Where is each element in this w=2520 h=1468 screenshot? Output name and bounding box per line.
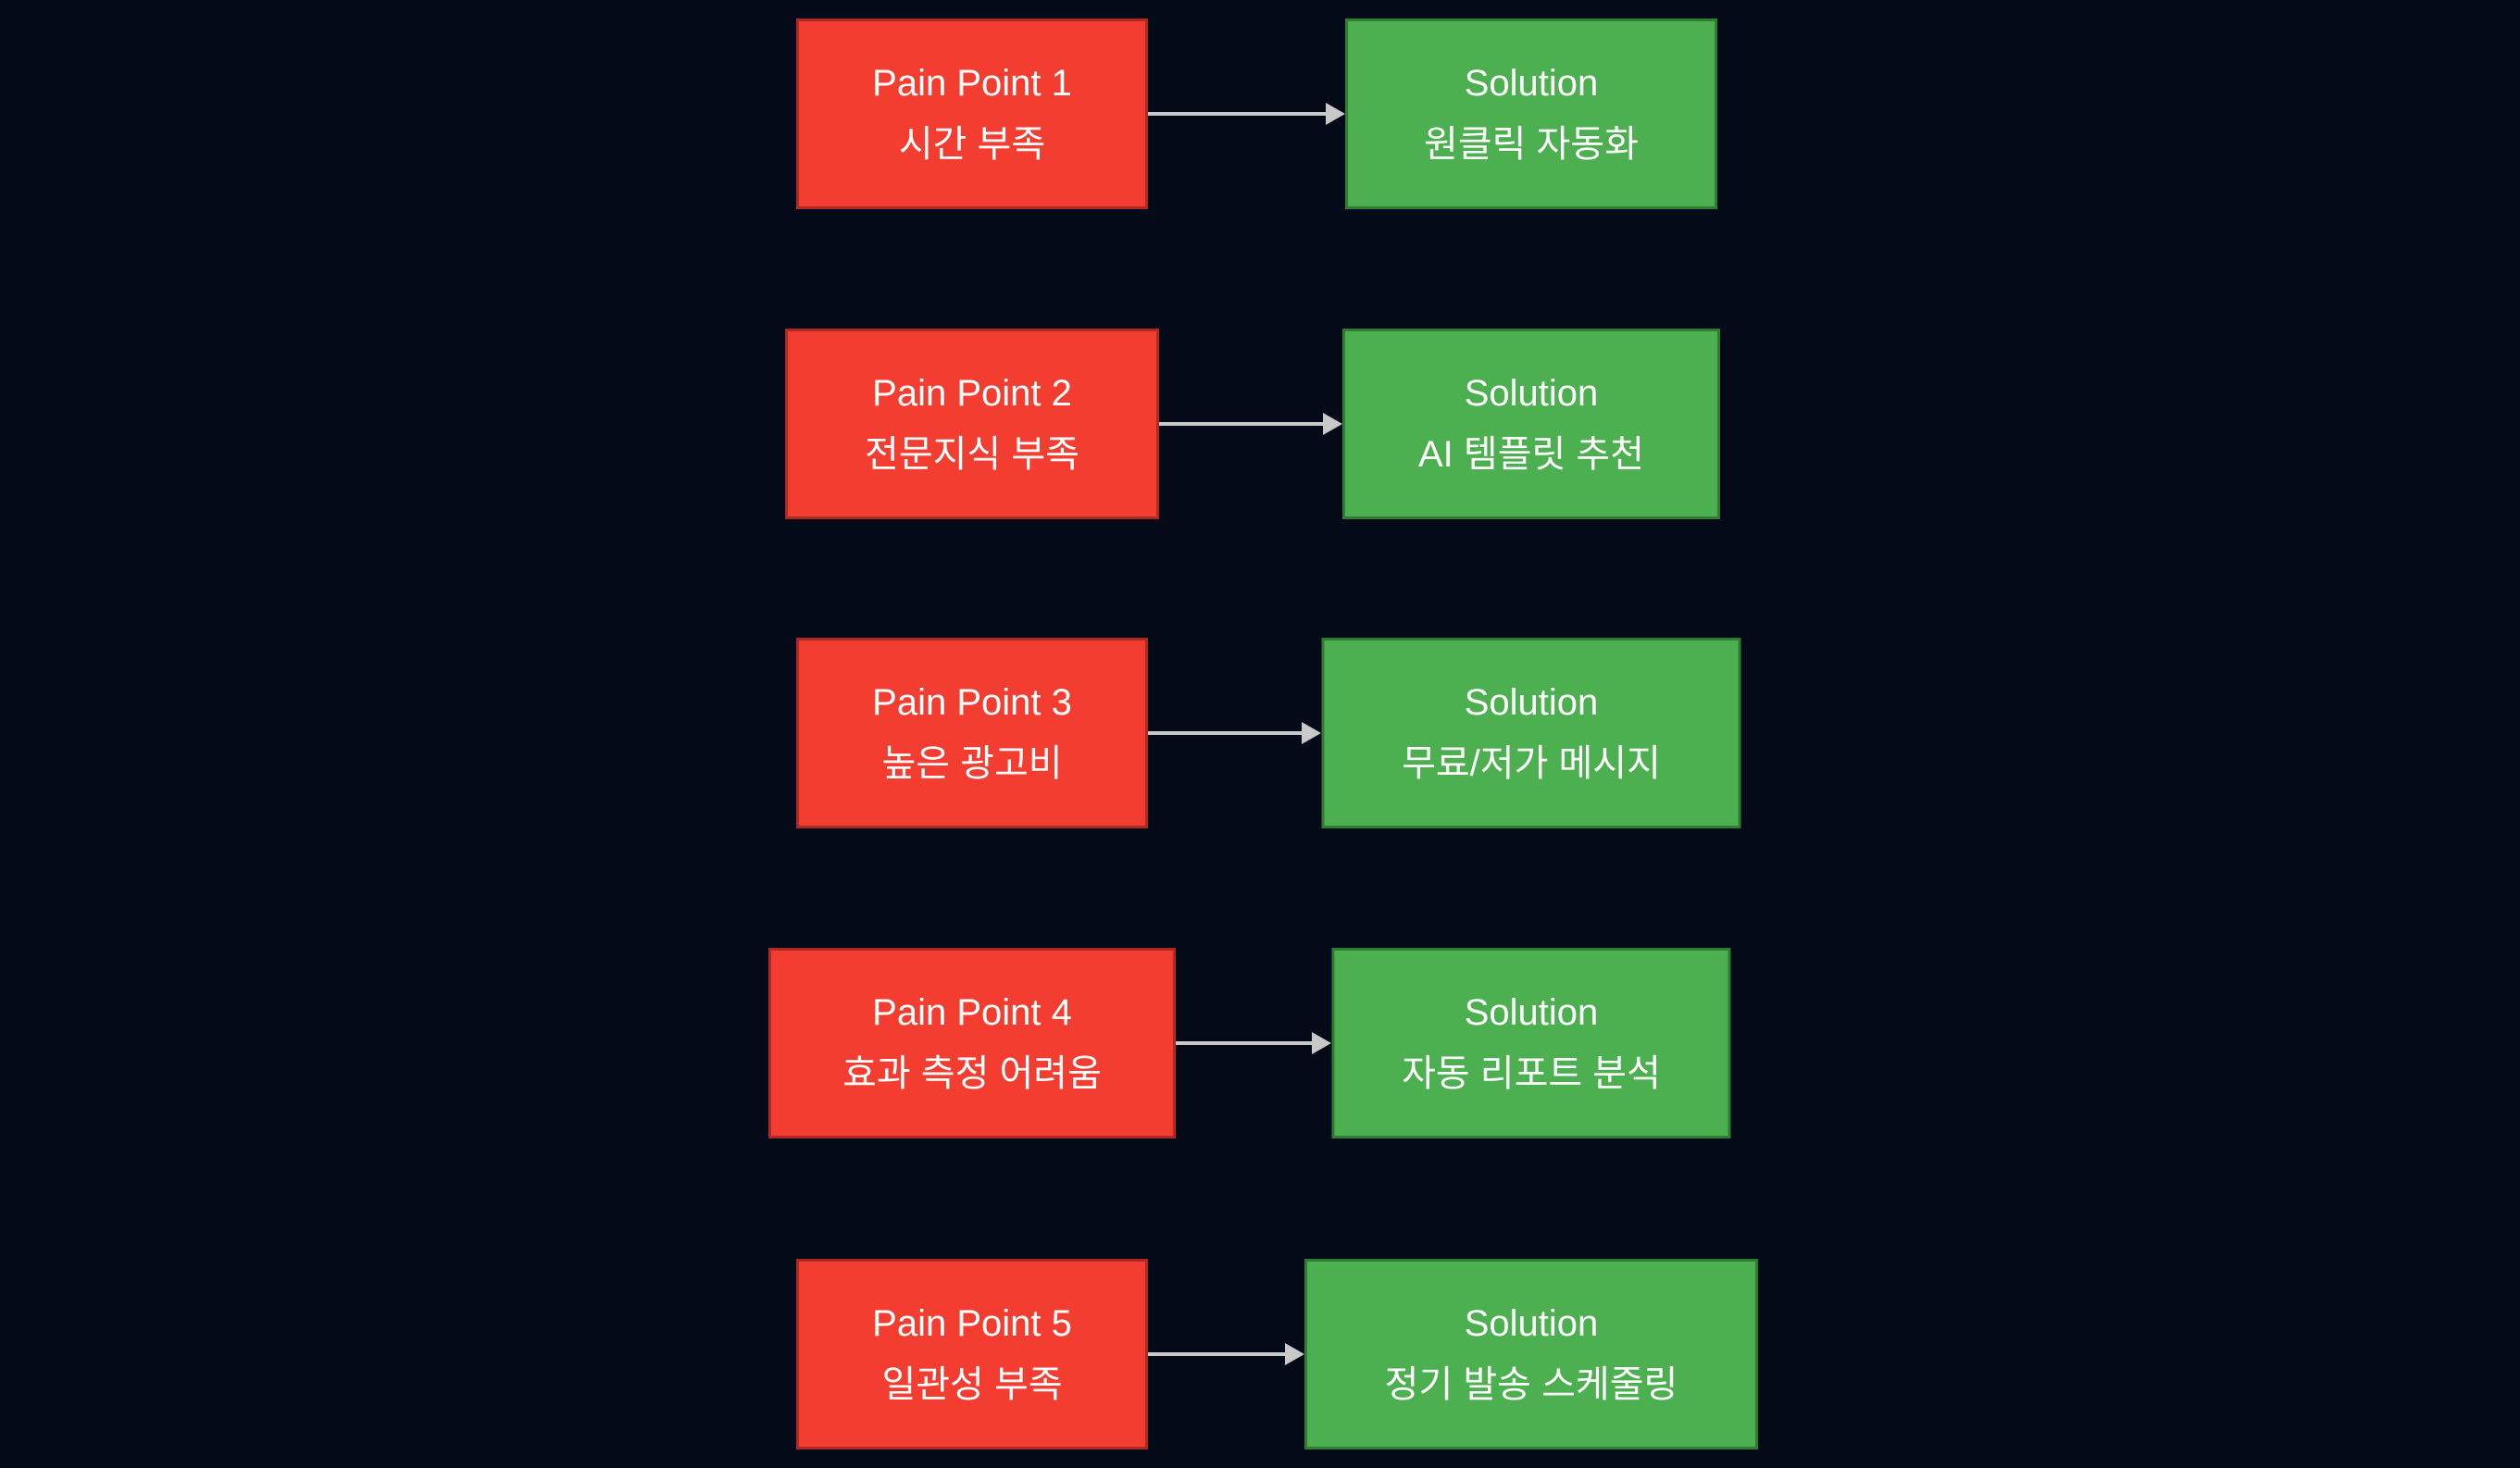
- diagram-row: Pain Point 2 전문지식 부족 Solution AI 템플릿 추천: [0, 329, 2520, 519]
- arrow-right-icon: [1148, 731, 1302, 735]
- arrow-right-icon: [1148, 1352, 1285, 1356]
- pain-point-title: Pain Point 5: [872, 1303, 1072, 1344]
- pain-point-detail: 전문지식 부족: [865, 434, 1079, 475]
- arrow-right-icon: [1159, 422, 1323, 426]
- pain-point-detail: 시간 부족: [898, 124, 1046, 165]
- diagram-row: Pain Point 4 효과 측정 어려움 Solution 자동 리포트 분…: [0, 948, 2520, 1138]
- pain-point-detail: 효과 측정 어려움: [842, 1053, 1102, 1094]
- diagram-row: Pain Point 3 높은 광고비 Solution 무료/저가 메시지: [0, 638, 2520, 828]
- solution-node: Solution 자동 리포트 분석: [1331, 948, 1731, 1138]
- pain-point-node: Pain Point 5 일관성 부족: [796, 1259, 1148, 1449]
- solution-title: Solution: [1464, 992, 1599, 1033]
- pain-point-title: Pain Point 3: [872, 682, 1072, 723]
- solution-node: Solution 무료/저가 메시지: [1321, 638, 1741, 828]
- diagram-row: Pain Point 1 시간 부족 Solution 원클릭 자동화: [0, 19, 2520, 209]
- solution-detail: 자동 리포트 분석: [1402, 1053, 1661, 1094]
- solution-detail: 원클릭 자동화: [1424, 124, 1639, 165]
- pain-point-node: Pain Point 3 높은 광고비: [796, 638, 1148, 828]
- solution-detail: 정기 발송 스케줄링: [1384, 1364, 1678, 1405]
- diagram-row: Pain Point 5 일관성 부족 Solution 정기 발송 스케줄링: [0, 1259, 2520, 1449]
- pain-point-title: Pain Point 4: [872, 992, 1072, 1033]
- solution-title: Solution: [1464, 63, 1599, 104]
- pain-point-title: Pain Point 2: [872, 373, 1072, 414]
- solution-detail: 무료/저가 메시지: [1402, 743, 1661, 784]
- solution-node: Solution 정기 발송 스케줄링: [1304, 1259, 1758, 1449]
- pain-point-node: Pain Point 2 전문지식 부족: [785, 329, 1159, 519]
- arrow-right-icon: [1148, 112, 1326, 116]
- pain-point-title: Pain Point 1: [872, 63, 1072, 104]
- solution-node: Solution 원클릭 자동화: [1345, 19, 1717, 209]
- solution-detail: AI 템플릿 추천: [1417, 434, 1645, 475]
- pain-point-node: Pain Point 4 효과 측정 어려움: [768, 948, 1176, 1138]
- solution-node: Solution AI 템플릿 추천: [1342, 329, 1720, 519]
- solution-title: Solution: [1464, 373, 1599, 414]
- solution-title: Solution: [1464, 1303, 1599, 1344]
- arrow-right-icon: [1176, 1041, 1312, 1045]
- solution-title: Solution: [1464, 682, 1599, 723]
- pain-point-detail: 높은 광고비: [881, 743, 1063, 784]
- pain-point-node: Pain Point 1 시간 부족: [796, 19, 1148, 209]
- pain-point-detail: 일관성 부족: [881, 1364, 1063, 1405]
